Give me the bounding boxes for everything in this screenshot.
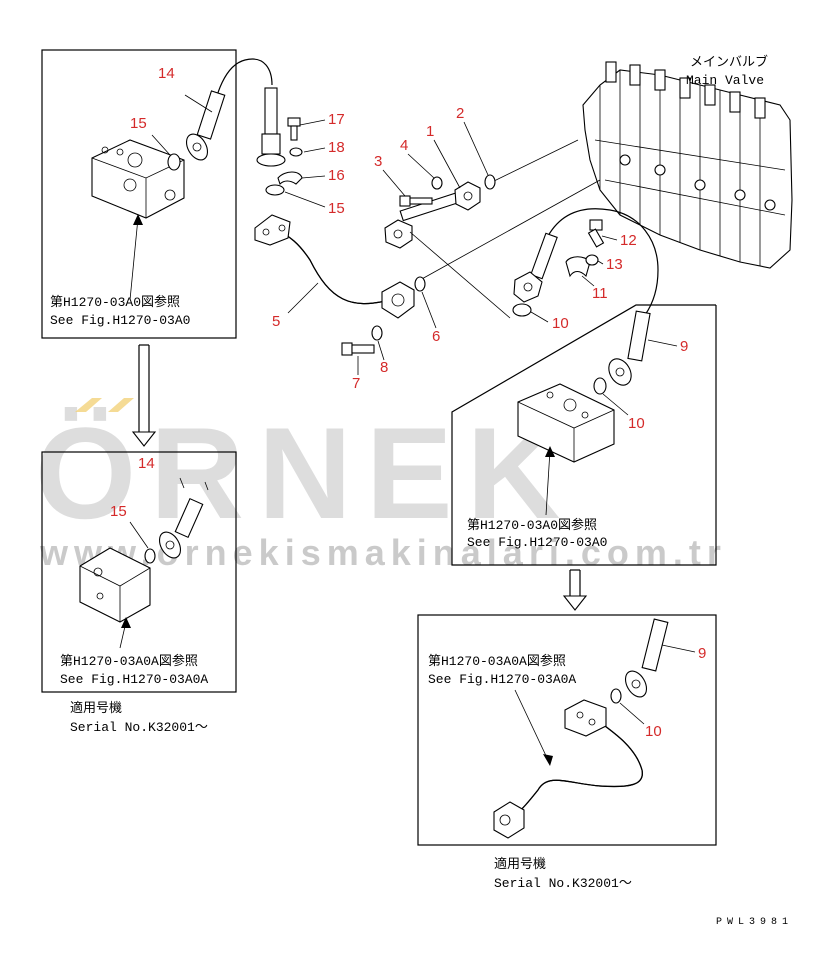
main-valve: メインバルブ Main Valve (582, 54, 793, 269)
reference-top-left-en: See Fig.H1270-03A0 (50, 313, 190, 328)
leader-ref-tl (129, 217, 139, 301)
block-bottom-left (79, 547, 151, 623)
arrow-down-left (131, 344, 157, 447)
serial-label-right-jp: 適用号機 (494, 856, 546, 872)
reference-bottom-right-en: See Fig.H1270-03A0A (428, 672, 576, 687)
frame-bottom-left (41, 451, 237, 693)
bolt-12 (587, 219, 605, 248)
leader-14 (184, 94, 213, 113)
part-number-4: 4 (400, 137, 408, 154)
clamp-11 (565, 256, 591, 278)
reference-middle-right-en: See Fig.H1270-03A0 (467, 535, 607, 550)
leader-valve-6 (419, 179, 601, 281)
part-number-10-bottom: 10 (645, 723, 662, 740)
oring-10-mid (593, 377, 607, 395)
part-number-13: 13 (606, 256, 623, 273)
oring-2 (484, 174, 496, 190)
part-number-16: 16 (328, 167, 345, 184)
part-number-15: 15 (130, 115, 147, 132)
oring-10-bottom (610, 688, 622, 704)
part-number-5: 5 (272, 313, 280, 330)
watermark-logo: ÖRNEK (35, 400, 574, 546)
tube-1 (384, 181, 481, 249)
hose-9-mid (608, 310, 651, 386)
reference-bottom-left-jp: 第H1270-03A0A図参照 (60, 653, 198, 669)
clamp-16 (277, 171, 303, 186)
oring-15b (265, 184, 285, 196)
part-number-10-top: 10 (552, 315, 569, 332)
washer-8 (371, 325, 383, 341)
washer-4 (431, 176, 443, 190)
block-top-left (91, 139, 185, 219)
hose-9-top (513, 208, 659, 316)
arrow-down-right (562, 569, 588, 611)
part-number-15-bottom: 15 (110, 503, 127, 520)
reference-bottom-right-jp: 第H1270-03A0A図参照 (428, 653, 566, 669)
part-number-15-mid: 15 (328, 200, 345, 217)
hose-14-end (256, 87, 286, 167)
part-number-17: 17 (328, 111, 345, 128)
serial-label-left-en: Serial No.K32001～ (70, 720, 208, 735)
hose-9-bottom (624, 618, 669, 698)
part-number-1: 1 (426, 123, 434, 140)
part-number-12: 12 (620, 232, 637, 249)
part-number-9-bottom: 9 (698, 645, 706, 662)
main-valve-label-en: Main Valve (686, 73, 764, 88)
part-number-7: 7 (352, 375, 360, 392)
part-number-8: 8 (380, 359, 388, 376)
oring-6 (414, 276, 426, 292)
arrowhead-ref-tl (133, 214, 143, 225)
drawing-code: PWL3981 (716, 917, 793, 928)
washer-13 (585, 254, 599, 266)
watermark-accent-left (75, 398, 102, 412)
bolt-17 (287, 117, 301, 141)
part-number-18: 18 (328, 139, 345, 156)
part-number-6: 6 (432, 328, 440, 345)
part-number-14: 14 (158, 65, 175, 82)
part-number-3: 3 (374, 153, 382, 170)
bolt-3 (399, 195, 433, 207)
part-number-14-bottom: 14 (138, 455, 155, 472)
part-number-10-mid: 10 (628, 415, 645, 432)
serial-label-left-jp: 適用号機 (70, 700, 122, 716)
reference-bottom-left-en: See Fig.H1270-03A0A (60, 672, 208, 687)
watermark-accent-right (108, 398, 134, 412)
frame-top-left (41, 49, 237, 339)
part-number-11: 11 (592, 285, 608, 302)
bolt-7 (341, 342, 375, 356)
reference-middle-right-jp: 第H1270-03A0図参照 (467, 517, 597, 533)
frame-bottom-right (417, 614, 717, 846)
leader-15 (151, 134, 171, 156)
washer-18 (289, 147, 303, 157)
main-valve-label-jp: メインバルブ (690, 54, 768, 70)
oring-10-top (512, 303, 532, 317)
part-number-9-mid: 9 (680, 338, 688, 355)
tube-5 (254, 214, 415, 319)
hose-14-bottom (144, 477, 209, 564)
tube-bottom-right (493, 699, 643, 839)
part-number-2: 2 (456, 105, 464, 122)
reference-top-left-jp: 第H1270-03A0図参照 (50, 294, 180, 310)
block-middle-right (517, 383, 615, 463)
serial-label-right-en: Serial No.K32001～ (494, 876, 632, 891)
frame-middle-right (451, 304, 717, 566)
hose-14-top (167, 58, 273, 171)
leader-valve-2 (491, 139, 579, 183)
